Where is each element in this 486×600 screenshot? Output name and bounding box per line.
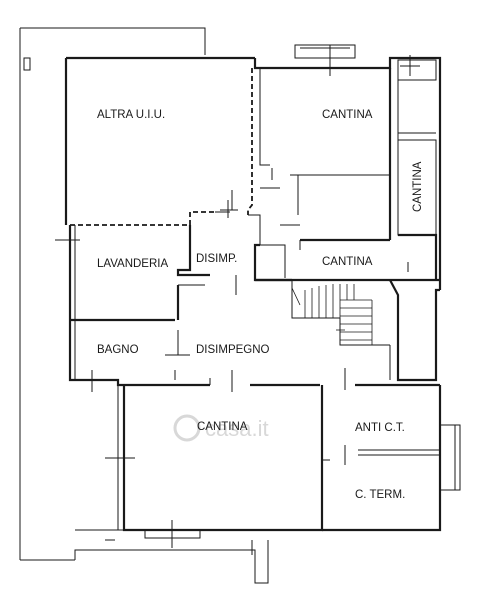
small-marker bbox=[23, 57, 31, 71]
label-cantina-side: CANTINA bbox=[412, 161, 424, 212]
staircase bbox=[291, 280, 390, 346]
label-disimpegno: DISIMPEGNO bbox=[196, 344, 270, 356]
watermark: casa.it bbox=[173, 414, 269, 442]
door-marks bbox=[105, 168, 409, 555]
site-outline bbox=[19, 27, 269, 584]
label-lavanderia: LAVANDERIA bbox=[97, 258, 168, 270]
label-altra-uiu: ALTRA U.I.U. bbox=[97, 109, 165, 121]
label-cantina-mid: CANTINA bbox=[322, 256, 373, 268]
label-bagno: BAGNO bbox=[97, 344, 139, 356]
window-box bbox=[439, 424, 461, 491]
watermark-text: casa.it bbox=[205, 416, 269, 441]
label-cantina-main: CANTINA bbox=[197, 421, 248, 433]
label-cantina-top: CANTINA bbox=[322, 109, 373, 121]
windows bbox=[55, 44, 420, 548]
room-labels: ALTRA U.I.U. CANTINA CANTINA LAVANDERIA … bbox=[97, 109, 424, 501]
building-walls bbox=[64, 56, 461, 532]
label-anti-ct: ANTI C.T. bbox=[355, 422, 405, 434]
label-c-term: C. TERM. bbox=[355, 489, 405, 501]
label-disimp: DISIMP. bbox=[196, 253, 237, 265]
